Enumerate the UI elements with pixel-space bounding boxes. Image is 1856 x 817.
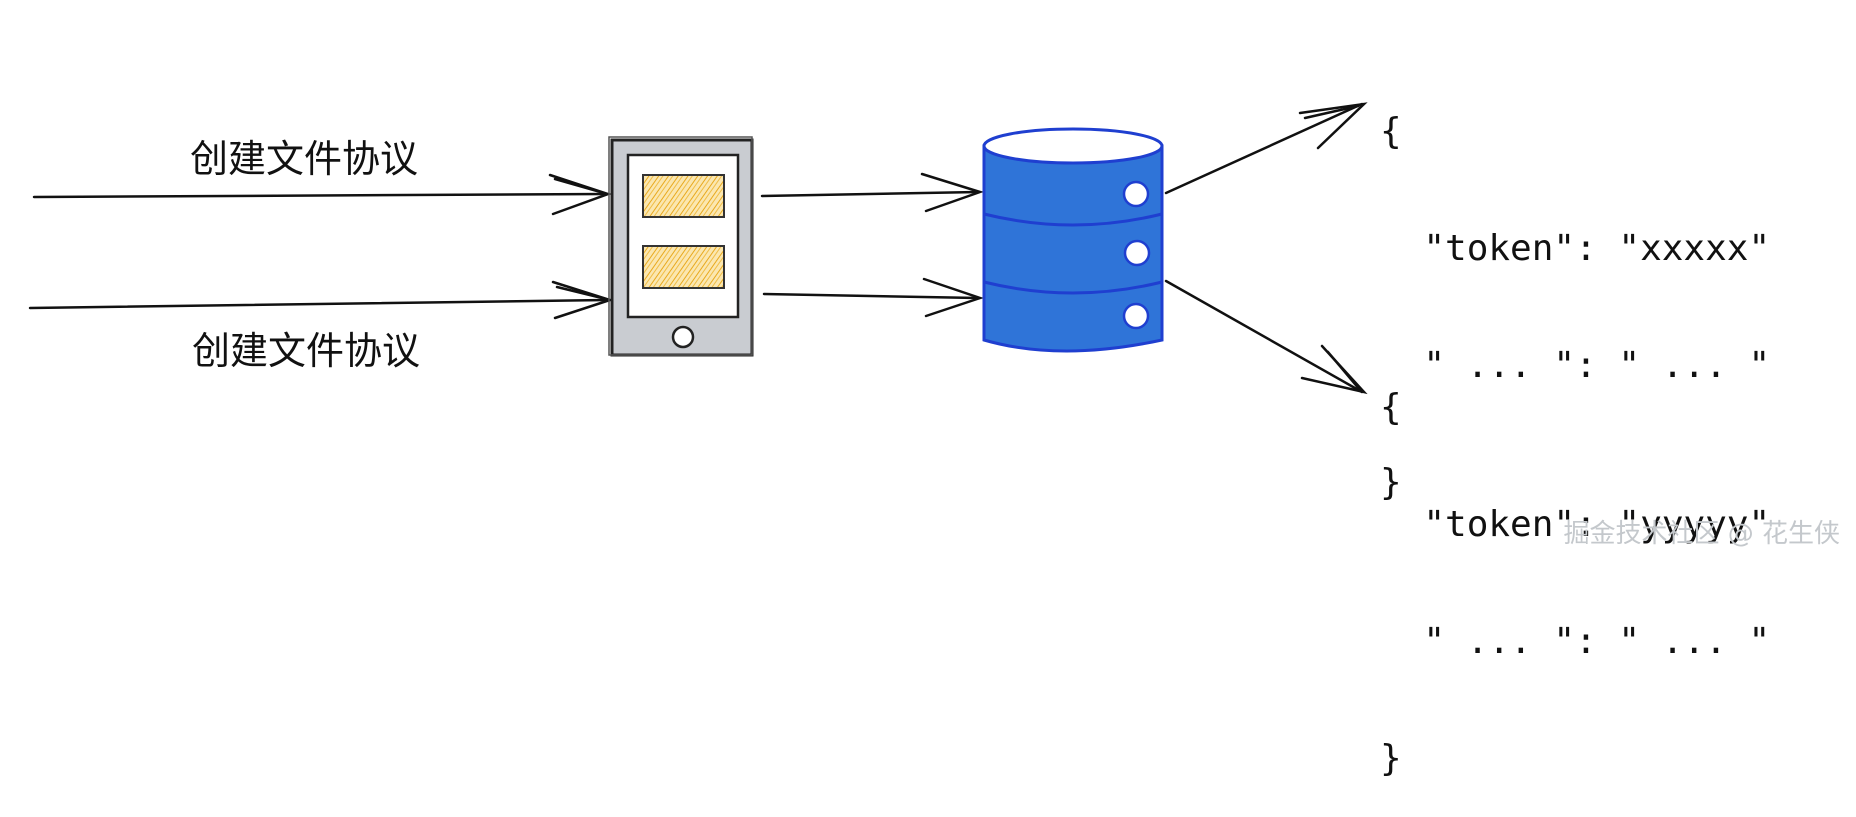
device-db-arrow-2	[762, 277, 984, 318]
db-output-arrow-2	[1164, 279, 1368, 395]
diagram-canvas	[28, 102, 1368, 395]
json-output-2: { "token": "yyyyy" " ... ": " ... " }	[1380, 310, 1770, 817]
json-line: "token": "yyyyy"	[1380, 504, 1771, 545]
input-arrow-1	[32, 173, 612, 216]
json-output-1: { "token": "xxxxx" " ... ": " ... " }	[1380, 34, 1770, 541]
json-line: "token": "xxxxx"	[1380, 228, 1771, 269]
device-db-arrow-1	[760, 172, 984, 213]
json-line: }	[1380, 462, 1402, 503]
watermark: 掘金技术社区 @ 花生侠	[1563, 519, 1840, 549]
input-label-1: 创建文件协议	[190, 137, 419, 181]
database-icon	[982, 127, 1164, 353]
input-label-2: 创建文件协议	[192, 329, 421, 373]
json-line: {	[1380, 111, 1402, 152]
db-output-arrow-1	[1164, 102, 1368, 195]
json-line: " ... ": " ... "	[1380, 345, 1771, 386]
device-icon	[608, 136, 754, 357]
json-line: " ... ": " ... "	[1380, 621, 1771, 662]
input-arrow-2	[28, 280, 615, 320]
json-line: {	[1380, 387, 1402, 428]
json-line: }	[1380, 738, 1402, 779]
